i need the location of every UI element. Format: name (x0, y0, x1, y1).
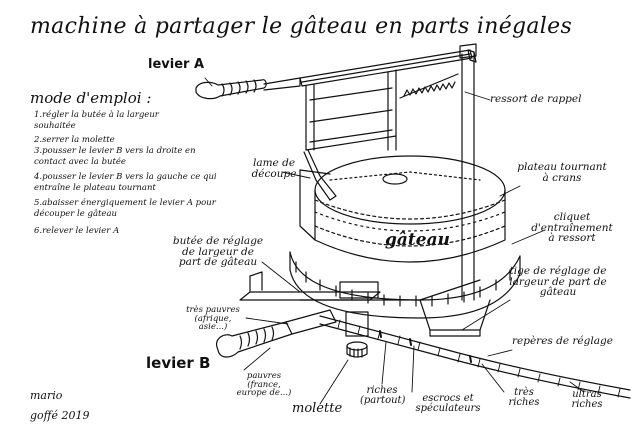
label-tres-pauvres: très pauvres (afrique, asie...) (186, 305, 240, 332)
instruction-step-3: 3.pousser le levier B vers la droite en … (34, 146, 196, 167)
page-title: machine à partager le gâteau en parts in… (30, 14, 573, 39)
instruction-step-1: 1.régler la butée à la largeur souhaitée (34, 110, 159, 131)
cake (299, 155, 506, 263)
label-escrocs: escrocs et spéculateurs (415, 393, 481, 414)
label-lame: lame de découpe (251, 157, 297, 180)
spring (399, 73, 459, 99)
lever-a-arm (299, 49, 477, 151)
label-gateau: gâteau (385, 230, 450, 250)
label-ultras-riches: ultras riches (571, 389, 603, 410)
signature: mario goffé 2019 (30, 389, 90, 422)
label-ressort: ressort de rappel (490, 93, 582, 105)
instruction-step-5: 5.abaisser énergiquement le levier A pou… (34, 198, 216, 219)
label-reperes: repères de réglage (512, 335, 613, 347)
label-cliquet: cliquet d'entraînement à ressort (531, 211, 613, 244)
instruction-step-2: 2.serrer la molette (34, 135, 115, 145)
molette-knob (345, 311, 369, 358)
label-pauvres: pauvres (france, europe de...) (236, 371, 292, 398)
label-molette: molette (292, 401, 343, 416)
graduated-rod (319, 315, 631, 399)
label-tige: tige de réglage de largeur de part de gâ… (509, 265, 607, 298)
label-riches: riches (partout) (360, 385, 406, 406)
label-levier-b: levier B (146, 354, 211, 372)
label-levier-a: levier A (148, 57, 205, 72)
label-butee: butée de réglage de largeur de part de g… (172, 235, 264, 268)
lever-b (216, 309, 337, 358)
label-tres-riches: très riches (508, 387, 540, 408)
leader-lines (204, 77, 585, 405)
instructions-heading: mode d'emploi : (30, 89, 152, 107)
lever-a-handle (195, 77, 301, 100)
base (239, 271, 491, 337)
instruction-step-4: 4.pousser le levier B vers la gauche ce … (34, 172, 217, 193)
post (459, 43, 477, 301)
instruction-step-6: 6.relever le levier A (34, 226, 120, 236)
label-plateau: plateau tournant à crans (517, 161, 607, 184)
blade (303, 149, 337, 201)
